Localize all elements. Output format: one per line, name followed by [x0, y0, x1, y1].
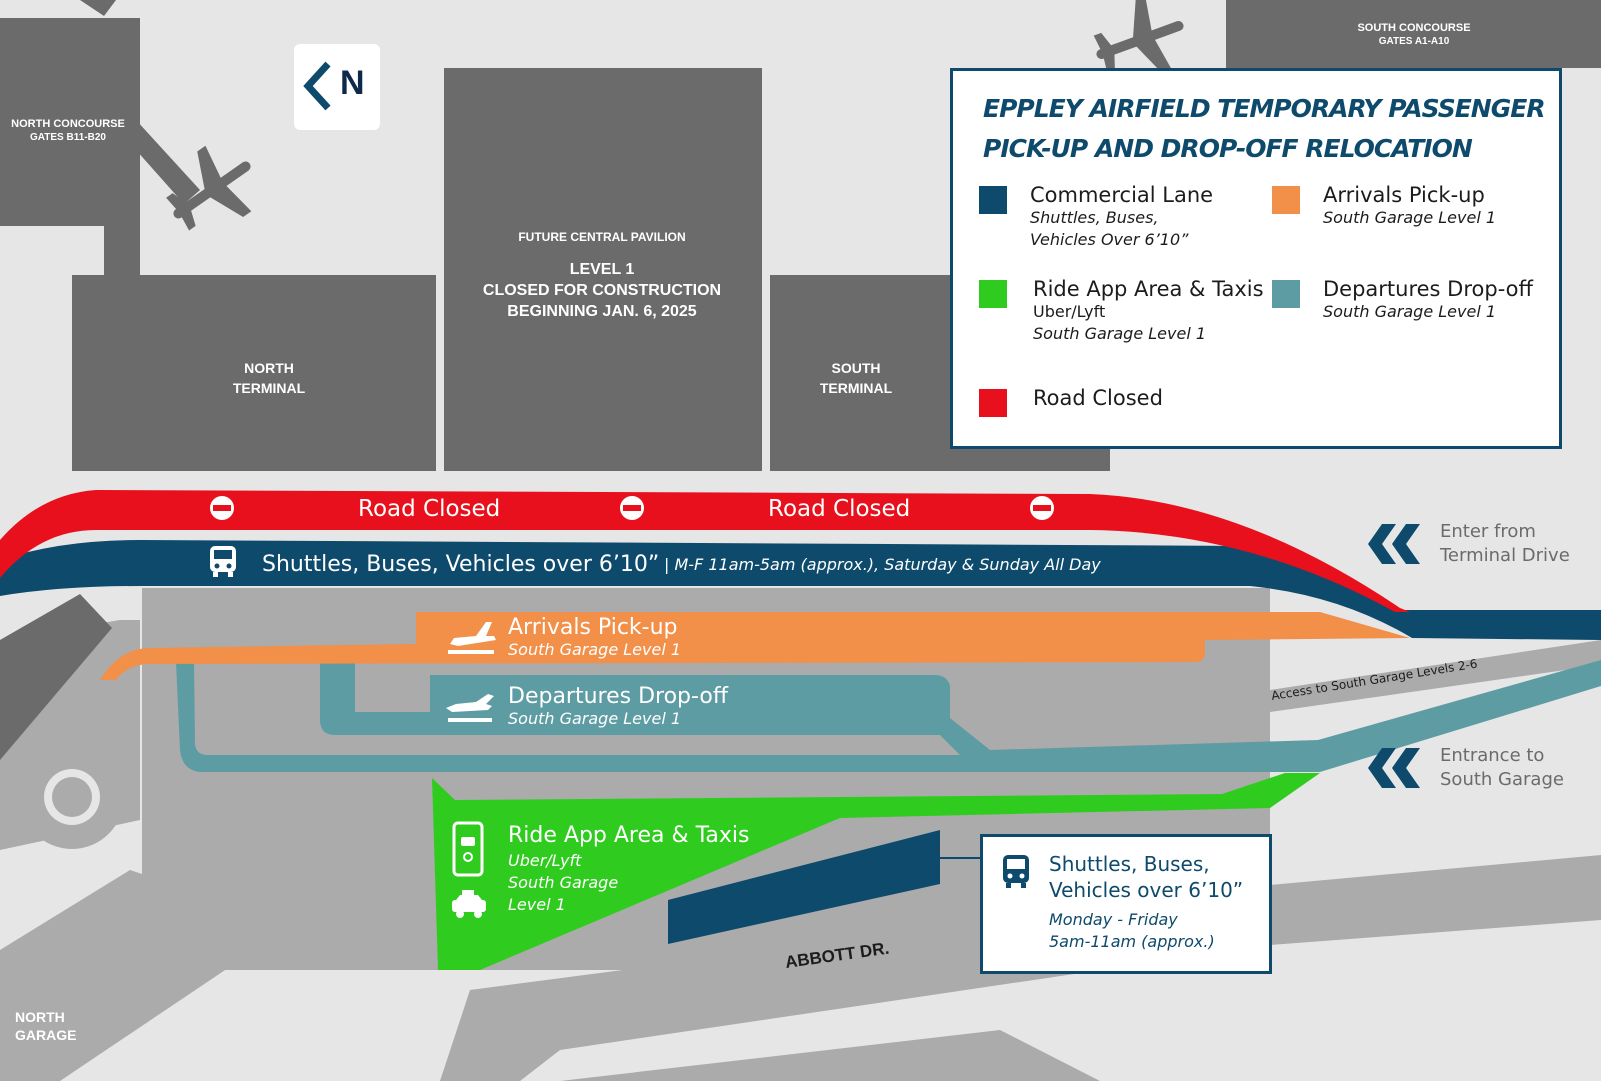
no-entry-icon — [620, 496, 644, 520]
bus-icon — [1003, 855, 1029, 888]
central-pavilion-status: CLOSED FOR CONSTRUCTION — [483, 282, 721, 299]
callout-title: Shuttles, Buses, — [1049, 852, 1210, 876]
departures-lane — [176, 660, 1601, 772]
roundabout — [20, 745, 124, 849]
north-concourse-label: NORTH CONCOURSE — [11, 118, 125, 130]
ride-app-sub: Uber/Lyft — [508, 851, 582, 870]
legend-swatch-road-closed — [979, 389, 1007, 417]
north-concourse-connector — [104, 220, 140, 280]
ride-app-area — [432, 773, 1320, 970]
double-chevron-left-icon — [1368, 748, 1420, 788]
north-terminal-building — [72, 275, 436, 471]
buildings — [0, 0, 1601, 760]
north-arrow: N — [294, 44, 380, 130]
shuttle-island — [668, 830, 940, 944]
double-chevron-left-icon — [1368, 524, 1420, 564]
legend-commercial-name: Commercial Lane — [1030, 183, 1214, 207]
road-closed-lane — [0, 490, 1410, 612]
north-concourse-building — [0, 18, 140, 226]
departures-sub: South Garage Level 1 — [508, 709, 681, 728]
legend: EPPLEY AIRFIELD TEMPORARY PASSENGER PICK… — [950, 68, 1562, 449]
no-entry-icon — [1030, 496, 1054, 520]
north-garage-label-2: GARAGE — [15, 1027, 76, 1043]
jetbridge-north-1 — [80, 0, 116, 16]
enter-from-label-2: Terminal Drive — [1439, 545, 1570, 566]
road-closed-label: Road Closed — [358, 496, 500, 522]
commercial-lane — [0, 540, 1601, 640]
legend-ride-app-sub: Uber/Lyft — [1033, 302, 1106, 321]
ride-app-label: Ride App Area & Taxis — [508, 823, 750, 848]
west-garage-ramp — [0, 594, 112, 760]
departures-label: Departures Drop-off — [508, 684, 729, 709]
legend-arrivals-sub: South Garage Level 1 — [1323, 208, 1497, 227]
legend-commercial-sub: Vehicles Over 6’10” — [1030, 230, 1189, 249]
south-concourse-building — [1226, 0, 1601, 68]
no-entry-icon — [210, 496, 234, 520]
shuttle-callout: Shuttles, Buses, Vehicles over 6’10” Mon… — [980, 834, 1272, 974]
road-closed-label: Road Closed — [768, 496, 910, 522]
departures-plane-icon — [446, 694, 494, 722]
legend-commercial-sub: Shuttles, Buses, — [1030, 208, 1159, 227]
legend-ride-app-name: Ride App Area & Taxis — [1033, 277, 1264, 301]
south-concourse-label: SOUTH CONCOURSE — [1357, 22, 1470, 34]
commercial-lane-hours: | M-F 11am-5am (approx.), Saturday & Sun… — [664, 555, 1101, 574]
legend-departures-name: Departures Drop-off — [1323, 277, 1533, 301]
legend-swatch-departures — [1272, 280, 1300, 308]
jetbridge-north-2 — [136, 120, 200, 204]
south-terminal-label-2: TERMINAL — [820, 380, 893, 396]
callout-hours: 5am-11am (approx.) — [1049, 932, 1215, 951]
legend-arrivals-name: Arrivals Pick-up — [1323, 183, 1485, 207]
central-pavilion-date: BEGINNING JAN. 6, 2025 — [507, 303, 697, 320]
legend-swatch-ride-app — [979, 280, 1007, 308]
enter-from-label: Enter from — [1440, 521, 1536, 542]
north-terminal-label-2: TERMINAL — [233, 380, 306, 396]
central-pavilion-title: FUTURE CENTRAL PAVILION — [518, 230, 685, 244]
phone-car-icon — [452, 821, 484, 877]
legend-swatch-arrivals — [1272, 186, 1300, 214]
legend-road-closed-name: Road Closed — [1033, 386, 1163, 410]
north-concourse-gates: GATES B11-B20 — [30, 132, 106, 143]
legend-ride-app-sub: South Garage Level 1 — [1033, 324, 1207, 343]
legend-departures-sub: South Garage Level 1 — [1323, 302, 1497, 321]
access-south-garage-road — [1270, 640, 1601, 712]
south-terminal-label: SOUTH — [832, 360, 881, 376]
legend-swatch-commercial — [979, 186, 1007, 214]
airplane-icon — [1093, 0, 1184, 75]
central-pavilion-building — [444, 68, 762, 471]
entrance-to-label-2: South Garage — [1440, 769, 1564, 790]
callout-days: Monday - Friday — [1049, 910, 1178, 929]
arrivals-label: Arrivals Pick-up — [508, 615, 678, 640]
building-labels: NORTH CONCOURSE GATES B11-B20 SOUTH CONC… — [11, 22, 1470, 1043]
ride-app-sub: South Garage — [508, 873, 618, 892]
bus-icon — [210, 546, 236, 577]
legend-title-line2: PICK-UP AND DROP-OFF RELOCATION — [983, 134, 1473, 163]
south-concourse-gates: GATES A1-A10 — [1379, 36, 1450, 47]
legend-title-line1: EPPLEY AIRFIELD TEMPORARY PASSENGER — [983, 94, 1546, 123]
ride-app-sub: Level 1 — [508, 895, 566, 914]
north-label: N — [340, 64, 365, 102]
arrivals-plane-icon — [448, 622, 496, 654]
arrivals-sub: South Garage Level 1 — [508, 640, 681, 659]
north-garage-label: NORTH — [15, 1009, 65, 1025]
central-pavilion-level: LEVEL 1 — [570, 261, 635, 278]
callout-title-2: Vehicles over 6’10” — [1049, 878, 1244, 902]
legend-title: EPPLEY AIRFIELD TEMPORARY PASSENGER PICK… — [983, 89, 1546, 169]
north-arrow-icon — [303, 61, 331, 111]
arrivals-lane — [100, 612, 1410, 680]
commercial-lane-label: Shuttles, Buses, Vehicles over 6’10” — [262, 552, 659, 577]
airplane-icon — [166, 145, 252, 231]
north-terminal-label: NORTH — [244, 360, 294, 376]
south-road-lower — [560, 1030, 1100, 1081]
entrance-to-label: Entrance to — [1440, 745, 1544, 766]
taxi-icon — [452, 890, 486, 918]
